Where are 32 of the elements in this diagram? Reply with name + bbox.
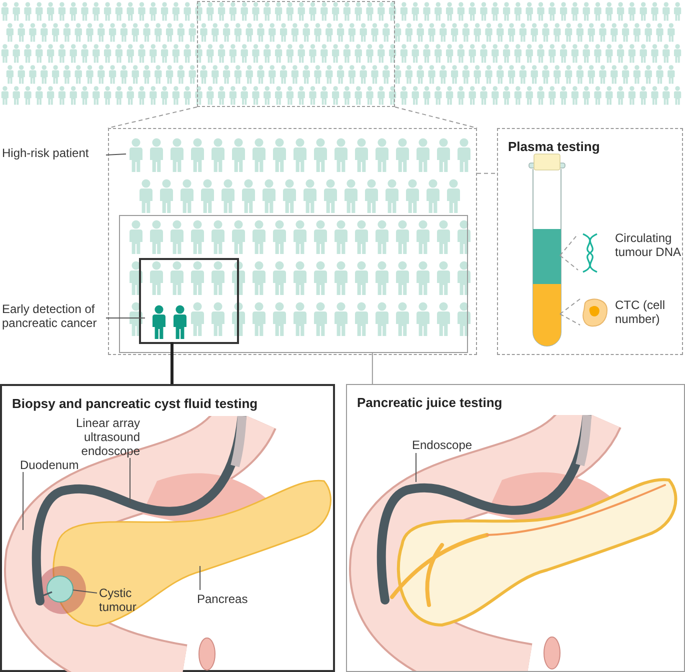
leader-line bbox=[106, 154, 126, 156]
cell-icon bbox=[581, 298, 609, 328]
plasma-layer bbox=[533, 229, 561, 284]
annotation-label: Duodenum bbox=[20, 458, 84, 474]
connector-line bbox=[170, 342, 174, 384]
connector-line bbox=[476, 172, 498, 174]
annotation-label: Pancreas bbox=[197, 592, 253, 608]
callout-label: Circulating tumour DNA bbox=[615, 231, 682, 259]
annotation-label: Cystic tumour bbox=[99, 586, 147, 616]
annotation-label: High-risk patient bbox=[2, 146, 106, 164]
connector-line bbox=[372, 352, 373, 384]
annotation-label: Linear array ultrasound endoscope bbox=[64, 416, 140, 460]
annotation-label: Early detection of pancreatic cancer bbox=[2, 302, 106, 334]
selection-frame bbox=[197, 1, 395, 107]
panel-title: Pancreatic juice testing bbox=[357, 394, 502, 412]
zoom-lines bbox=[560, 234, 578, 270]
leader-line bbox=[22, 472, 24, 530]
plasma-panel bbox=[497, 128, 683, 355]
zoom-lines bbox=[560, 298, 580, 326]
subgroup-frame bbox=[119, 215, 468, 353]
highlight-frame bbox=[139, 258, 239, 344]
leader-line bbox=[416, 452, 417, 482]
panel-title: Biopsy and pancreatic cyst fluid testing bbox=[12, 395, 258, 413]
leader-line bbox=[130, 458, 131, 504]
blood-cell-layer bbox=[533, 284, 561, 346]
leader-line bbox=[72, 590, 98, 594]
callout-label: CTC (cell number) bbox=[615, 298, 666, 326]
zoom-lines bbox=[108, 106, 478, 128]
panel-title: Plasma testing bbox=[508, 138, 600, 156]
person-icon bbox=[127, 138, 145, 172]
leader-line bbox=[200, 566, 201, 590]
annotation-label: Endoscope bbox=[412, 438, 478, 454]
